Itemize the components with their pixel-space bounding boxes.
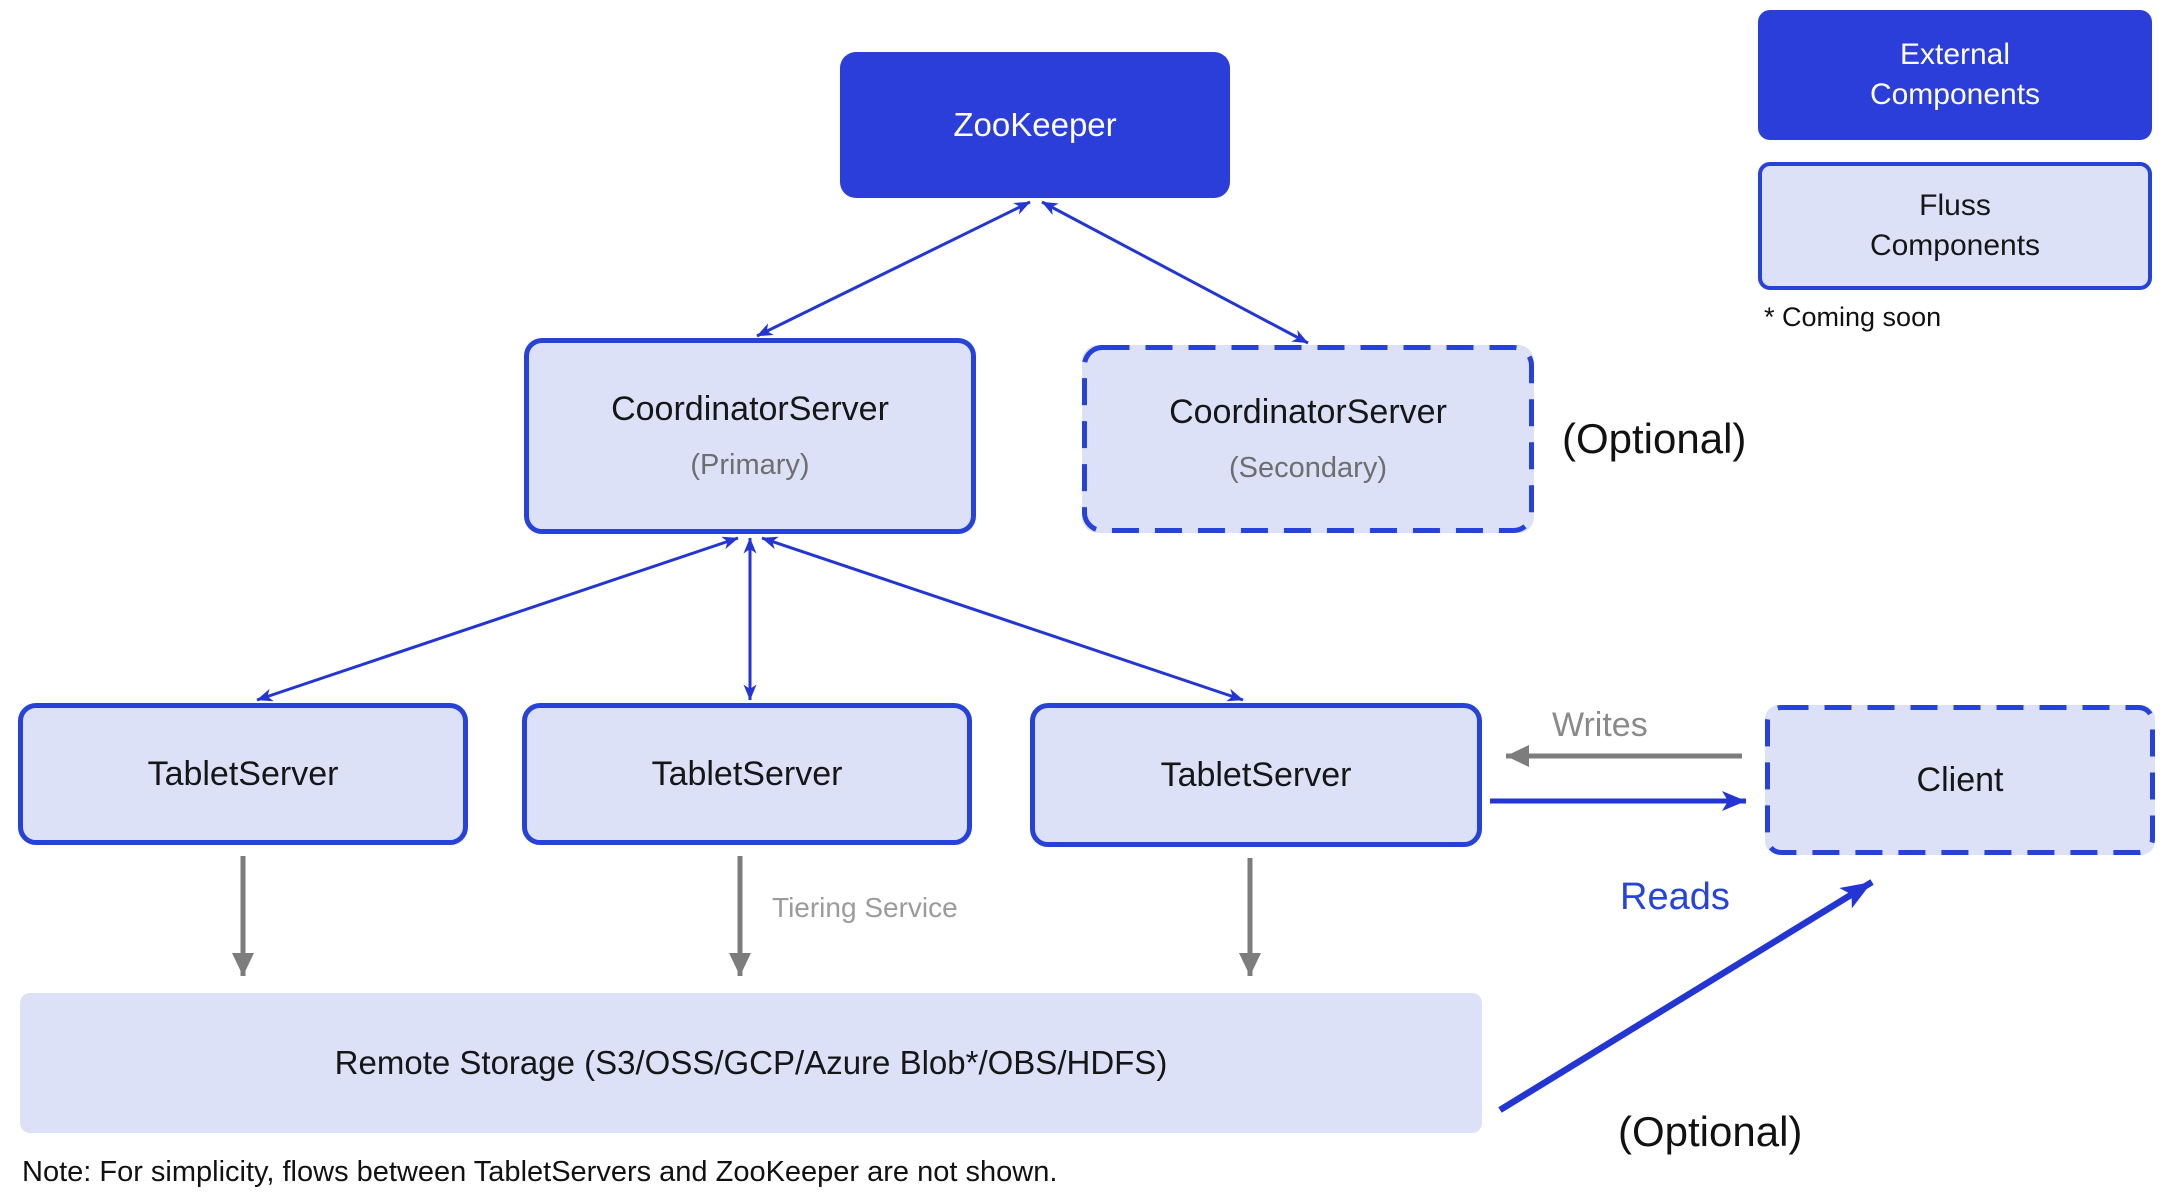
zookeeper-label: ZooKeeper bbox=[953, 106, 1117, 143]
coming-soon-note: * Coming soon bbox=[1764, 302, 1942, 332]
coordinator-primary-subtitle: (Primary) bbox=[690, 449, 810, 481]
arrow-zookeeper-coordinator-secondary bbox=[1041, 200, 1309, 345]
tablet-server-1-node: TabletServer bbox=[18, 703, 468, 845]
tiering-service-label: Tiering Service bbox=[772, 892, 958, 923]
tablet-server-2-label: TabletServer bbox=[651, 754, 843, 793]
optional-secondary-label: (Optional) bbox=[1562, 415, 1747, 462]
legend-fluss-components: Fluss Components bbox=[1758, 162, 2152, 290]
remote-storage-label: Remote Storage (S3/OSS/GCP/Azure Blob*/O… bbox=[334, 1044, 1168, 1081]
legend-external-components: External Components bbox=[1758, 10, 2152, 140]
zookeeper-node: ZooKeeper bbox=[840, 52, 1230, 198]
writes-label: Writes bbox=[1552, 706, 1648, 744]
remote-storage-node: Remote Storage (S3/OSS/GCP/Azure Blob*/O… bbox=[20, 993, 1482, 1133]
legend-fluss-label: Fluss Components bbox=[1869, 188, 2041, 263]
client-label: Client bbox=[1916, 760, 2004, 799]
arrow-coordinator-tabletserver-3 bbox=[761, 536, 1244, 702]
coordinator-secondary-subtitle: (Secondary) bbox=[1229, 452, 1387, 484]
coordinator-primary-title: CoordinatorServer bbox=[611, 390, 889, 428]
tablet-server-1-label: TabletServer bbox=[147, 754, 339, 793]
tablet-server-3-node: TabletServer bbox=[1030, 703, 1482, 847]
reads-label: Reads bbox=[1620, 876, 1730, 918]
tablet-server-2-node: TabletServer bbox=[522, 703, 972, 845]
optional-reads-label: (Optional) bbox=[1618, 1108, 1803, 1155]
client-node: Client bbox=[1765, 705, 2155, 855]
diagram-note: Note: For simplicity, flows between Tabl… bbox=[22, 1156, 1058, 1188]
tablet-server-3-label: TabletServer bbox=[1160, 755, 1352, 794]
legend-external-label: External Components bbox=[1869, 37, 2041, 112]
coordinator-server-secondary-node: CoordinatorServer (Secondary) bbox=[1082, 345, 1534, 533]
coordinator-secondary-title: CoordinatorServer bbox=[1169, 393, 1447, 431]
arrow-zookeeper-coordinator-primary bbox=[756, 200, 1031, 338]
coordinator-server-primary-node: CoordinatorServer (Primary) bbox=[524, 338, 976, 534]
arrow-coordinator-tabletserver-1 bbox=[256, 536, 739, 702]
